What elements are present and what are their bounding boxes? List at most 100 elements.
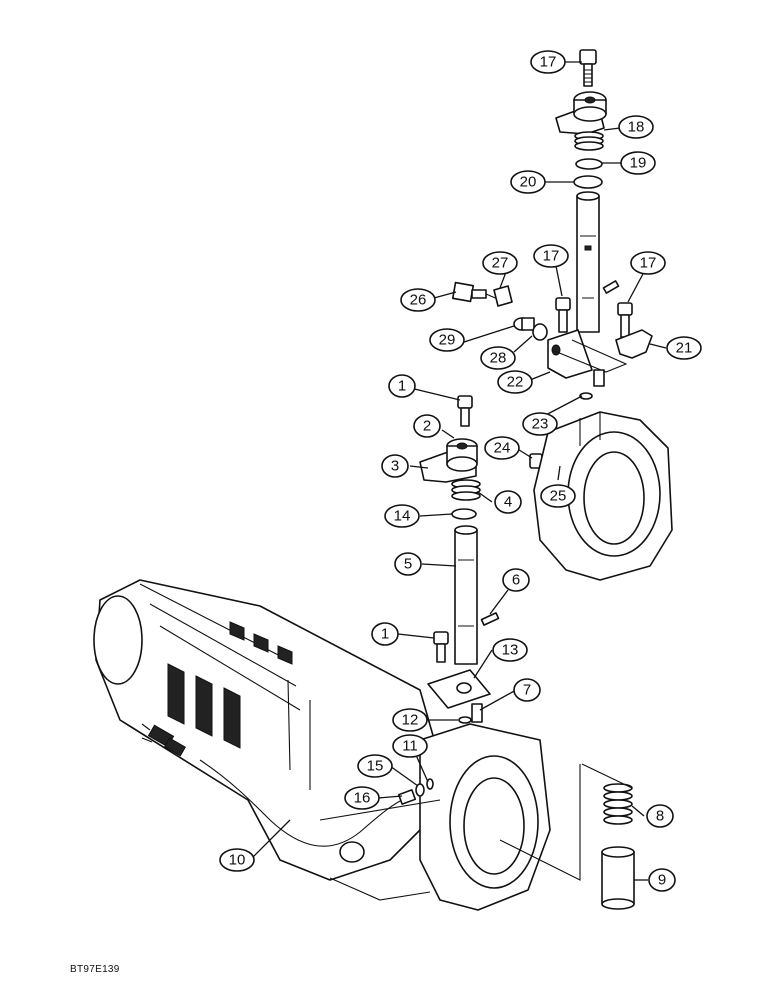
callout-24: 24 [484, 436, 520, 460]
callout-label: 28 [490, 350, 507, 367]
spring-4 [451, 479, 481, 501]
callout-label: 26 [410, 292, 427, 309]
callout-8: 8 [646, 804, 674, 828]
fitting-16 [397, 789, 417, 805]
bolt-17-mid [555, 297, 571, 333]
callout-27: 27 [482, 251, 518, 275]
sleeve-9 [601, 846, 635, 910]
callout-label: 1 [398, 378, 406, 395]
washer-15 [415, 783, 425, 797]
callout-label: 16 [354, 790, 371, 807]
callout-label: 29 [439, 332, 456, 349]
figure-id: BT97E139 [70, 964, 120, 975]
callout-label: 24 [494, 440, 511, 457]
callout-label: 25 [550, 488, 567, 505]
fitting-29 [513, 317, 535, 331]
callout-1-top: 1 [388, 374, 416, 398]
callout-19: 19 [620, 151, 656, 175]
callout-6: 6 [502, 568, 530, 592]
bolt-17-right [617, 302, 633, 338]
callout-label: 17 [540, 54, 557, 71]
callout-label: 21 [676, 340, 693, 357]
bracket-21 [615, 329, 653, 359]
callout-label: 4 [504, 494, 512, 511]
callout-label: 8 [656, 808, 664, 825]
callout-label: 9 [658, 872, 666, 889]
callout-label: 19 [630, 155, 647, 172]
callout-9: 9 [648, 868, 676, 892]
callout-23: 23 [522, 412, 558, 436]
harness-10 [141, 723, 403, 847]
callout-2: 2 [413, 414, 441, 438]
bolt-1-mid [433, 631, 449, 663]
ring-20 [573, 175, 603, 189]
callout-label: 14 [394, 508, 411, 525]
callout-29: 29 [429, 328, 465, 352]
housing-upper [533, 411, 673, 581]
callout-10: 10 [219, 848, 255, 872]
ring-19 [575, 158, 603, 170]
pin-upper [602, 280, 620, 294]
callout-label: 3 [391, 458, 399, 475]
callout-label: 5 [404, 556, 412, 573]
callout-label: 23 [532, 416, 549, 433]
callout-label: 11 [402, 738, 418, 755]
middle-assembly [419, 395, 500, 724]
callout-15: 15 [357, 754, 393, 778]
callout-28: 28 [480, 346, 516, 370]
callout-label: 10 [229, 852, 246, 869]
sender-26 [451, 281, 501, 303]
bolt-1-top [457, 395, 473, 427]
callout-label: 17 [543, 248, 560, 265]
spring-18 [574, 131, 604, 151]
fitting-23 [593, 369, 605, 387]
callout-3: 3 [381, 454, 409, 478]
spring-8 [603, 783, 633, 825]
callout-11: 11 [392, 734, 428, 758]
clip-27 [493, 285, 513, 307]
ring-12 [458, 716, 472, 724]
washer-28 [532, 323, 548, 341]
housing-lower [319, 723, 551, 911]
callout-14: 14 [384, 504, 420, 528]
callout-label: 20 [520, 174, 537, 191]
callout-7: 7 [513, 678, 541, 702]
callout-21: 21 [666, 336, 702, 360]
callout-13: 13 [492, 638, 528, 662]
callout-5: 5 [394, 552, 422, 576]
callout-label: 1 [381, 626, 389, 643]
upper-assembly [451, 49, 673, 581]
fitting-7 [471, 703, 483, 723]
callout-label: 12 [402, 712, 419, 729]
ring-14 [451, 508, 477, 520]
callout-26: 26 [400, 288, 436, 312]
callout-25: 25 [540, 484, 576, 508]
lever-2-3 [419, 438, 478, 483]
shaft-5 [454, 525, 478, 665]
callout-label: 18 [628, 119, 645, 136]
lever-18 [555, 91, 607, 135]
callout-20: 20 [510, 170, 546, 194]
callout-22: 22 [497, 370, 533, 394]
callout-12: 12 [392, 708, 428, 732]
callout-label: 22 [507, 374, 524, 391]
leader-lines [249, 61, 667, 881]
plate-22 [547, 329, 593, 379]
callout-label: 2 [423, 418, 431, 435]
callout-label: 17 [640, 255, 657, 272]
callout-label: 13 [502, 642, 519, 659]
callout-label: 7 [523, 682, 531, 699]
shaft-upper [576, 191, 600, 333]
callout-16: 16 [344, 786, 380, 810]
callout-label: 6 [512, 572, 520, 589]
callout-1-mid: 1 [371, 622, 399, 646]
callout-17-mid: 17 [533, 244, 569, 268]
bolt-17-top [579, 49, 597, 87]
axle-motor-assembly [93, 579, 635, 911]
callout-label: 27 [492, 255, 509, 272]
pin-6 [480, 612, 500, 626]
callout-17-right: 17 [630, 251, 666, 275]
washer-11 [426, 778, 434, 790]
callout-label: 15 [367, 758, 384, 775]
